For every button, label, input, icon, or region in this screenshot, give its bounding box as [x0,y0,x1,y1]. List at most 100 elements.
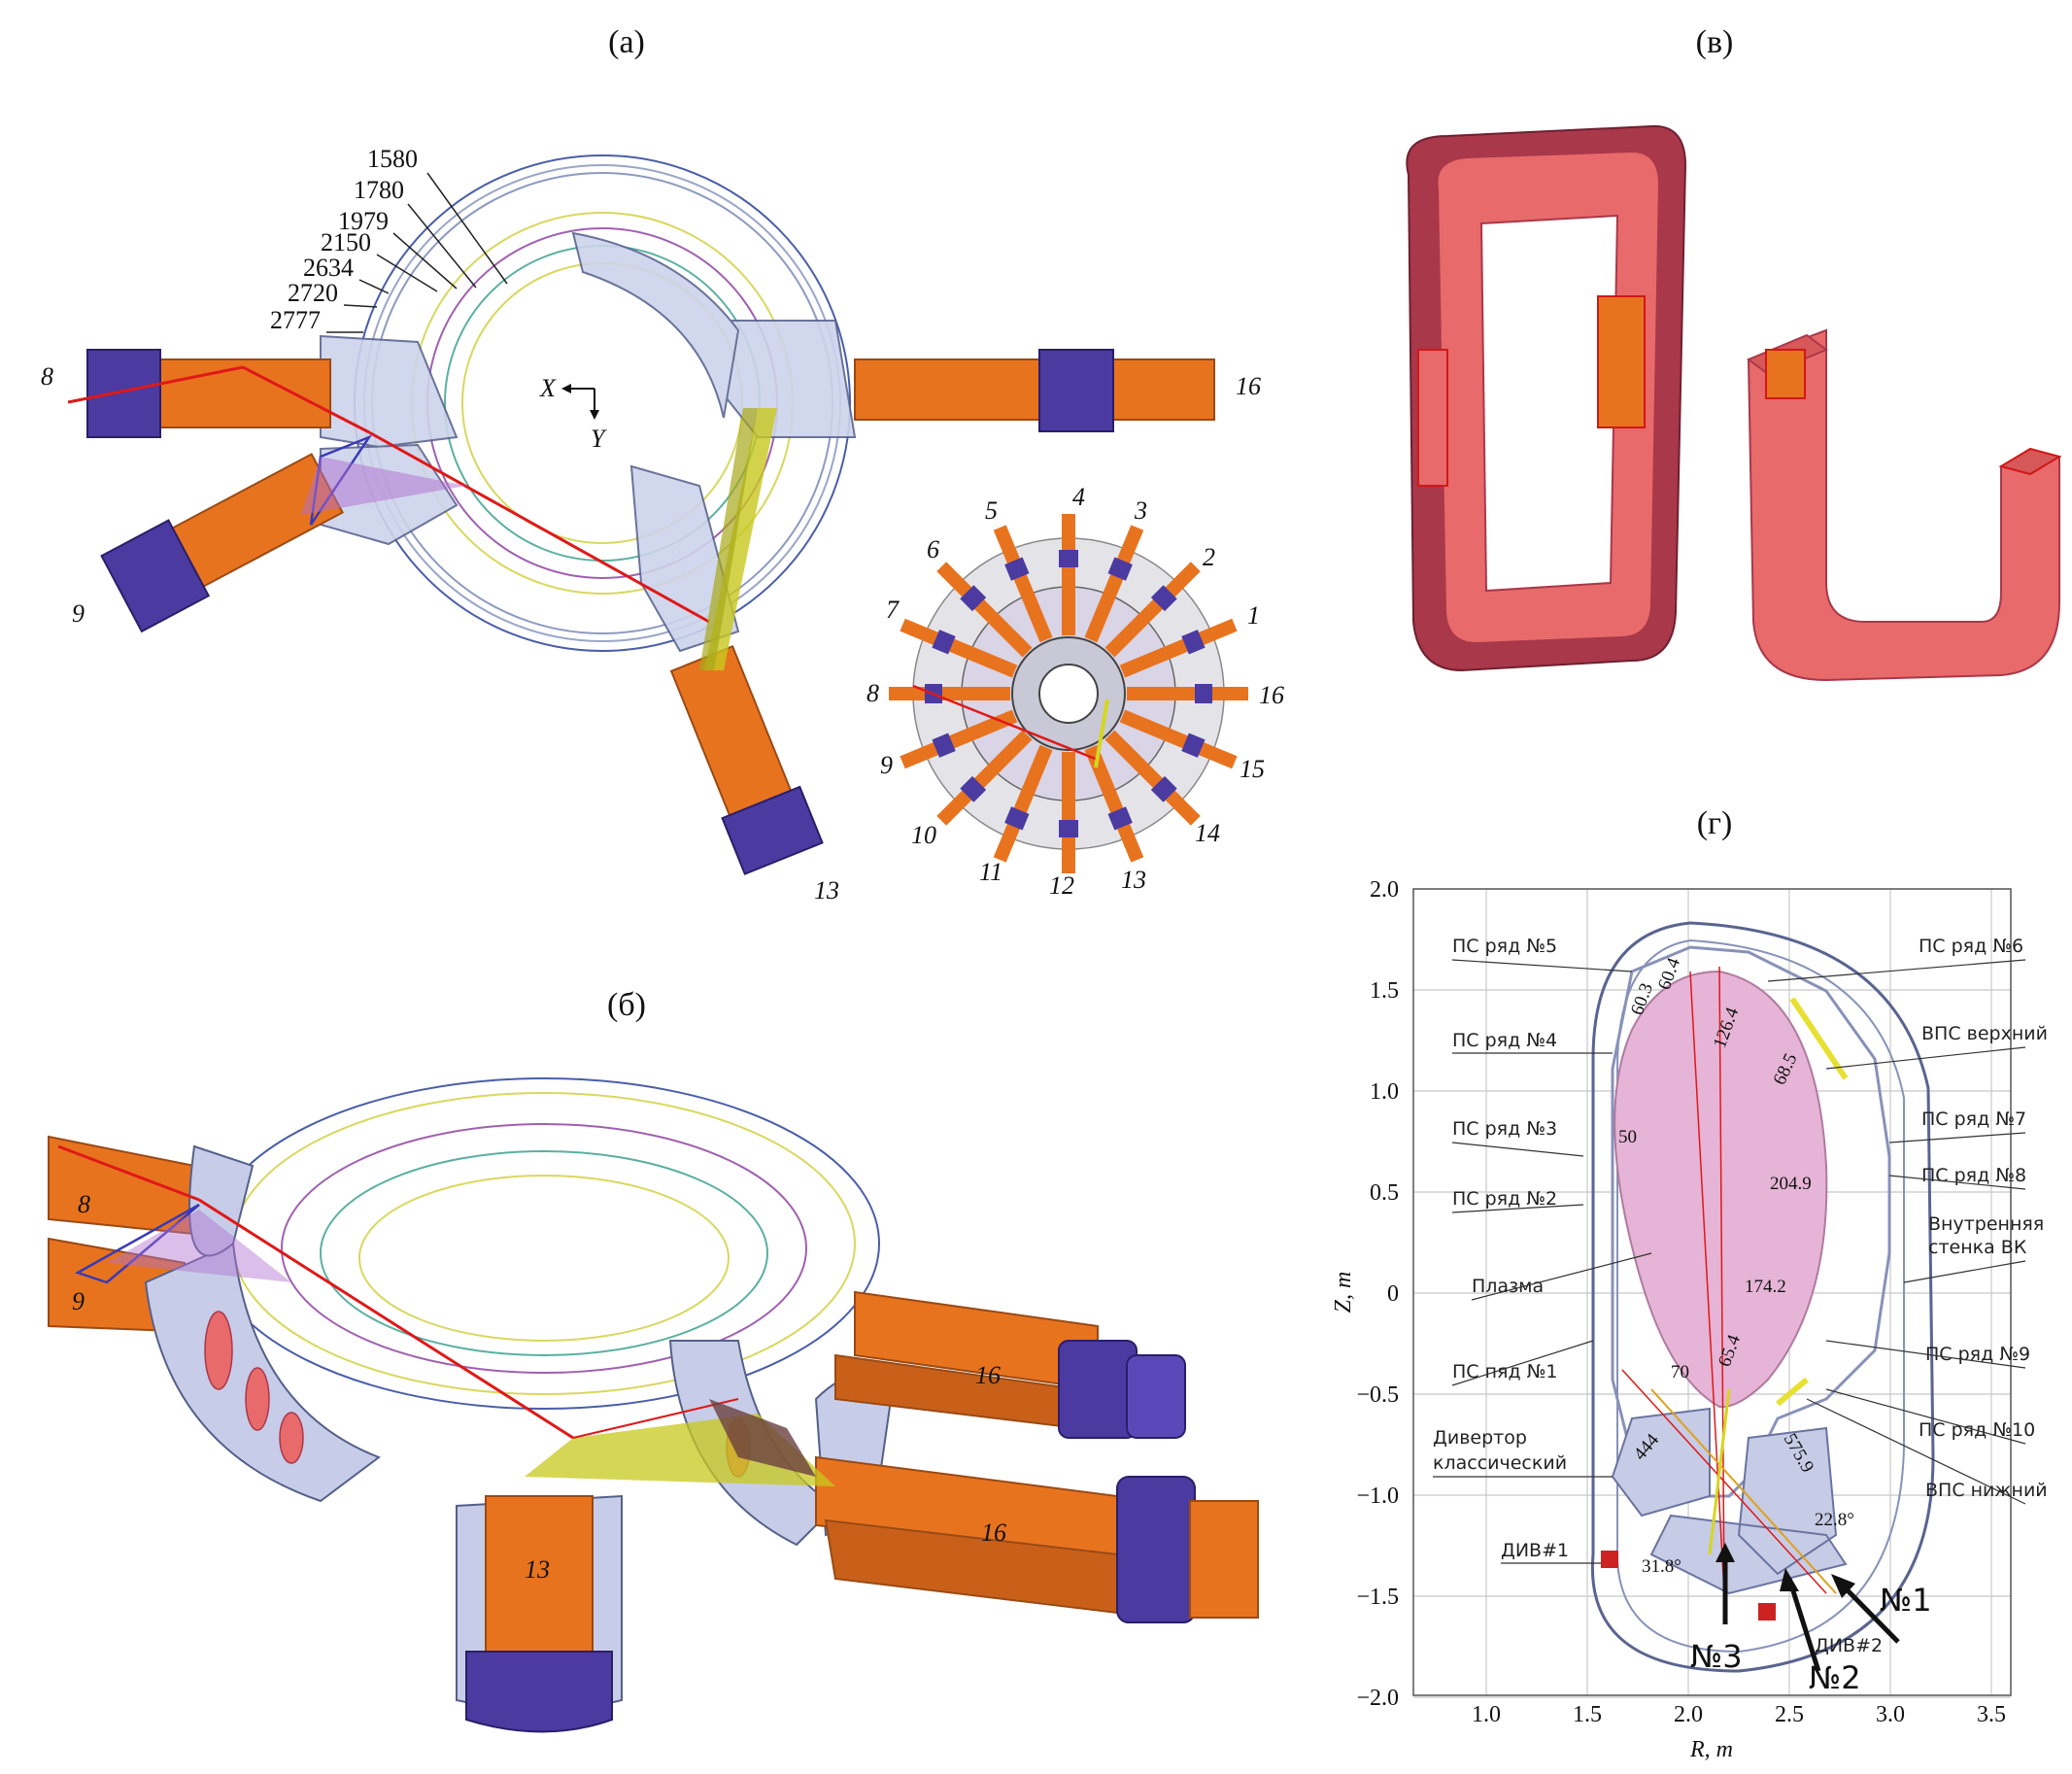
ring-port-flange [932,733,956,758]
ring-port-spoke [936,562,1033,658]
channel-arrows: №1 №2 №3 [1690,1543,1932,1696]
ring-port-label-13: 13 [1121,866,1146,894]
dim-50: 50 [1618,1127,1637,1147]
open-coil [1747,328,2062,682]
y-tick: −0.5 [1356,1382,1399,1408]
radius-label-1780: 1780 [354,176,404,204]
ring-port-spoke [993,744,1053,863]
dim-174-2: 174.2 [1745,1277,1786,1297]
ring-port-label-16: 16 [1259,681,1284,709]
ring-port-labels: 1 2 3 4 5 6 7 8 9 10 11 12 13 14 15 16 [866,483,1284,900]
x-tick: 2.0 [1674,1702,1703,1727]
y-tick: 0.5 [1370,1180,1399,1206]
ellipse-ring-4 [320,1150,768,1356]
shield-segment-port8 [320,334,459,449]
ann-ps4: ПС ряд №4 [1452,1030,1557,1051]
port-8: 8 [41,349,331,438]
ring-port-spoke [1119,618,1238,678]
port-label-b-16b: 16 [981,1518,1006,1547]
ann-divertor-1: Дивертор [1433,1427,1527,1449]
ring-port-flange [960,775,987,802]
ellipse-ring-3 [281,1123,807,1374]
panel-label-b: (б) [607,987,646,1023]
lower-limiter [1776,1377,1809,1407]
ann-div1: ДИВ#1 [1501,1540,1569,1561]
radius-label-2777: 2777 [270,306,321,334]
ring-port-spoke [1084,744,1144,863]
ring-port-flange [1150,585,1177,612]
ring-port-flange [1181,733,1206,758]
ring-port-spoke [1084,525,1144,643]
ann-ps1: ПС пяд №1 [1452,1361,1557,1382]
ring-port-spoke [993,525,1053,643]
port-8-9-perspective: 8 9 [48,1135,195,1333]
ring-port-spoke [936,730,1033,826]
y-tick: 1.5 [1370,978,1399,1004]
y-tick: −1.5 [1356,1585,1399,1610]
port-label-b-8: 8 [78,1190,90,1218]
ring-port-label-8: 8 [866,679,879,707]
port-13-perspective: 13 [465,1495,613,1733]
axis-x-label: X [539,374,557,402]
x-tick: 3.5 [1977,1702,2006,1727]
shield-segment-port16 [718,320,857,438]
ring-port-spoke [900,618,1018,678]
ring-port-label-14: 14 [1195,819,1220,847]
ring-port-label-9: 9 [880,751,893,779]
dim-70: 70 [1671,1362,1689,1382]
port-label-13: 13 [814,876,839,904]
radius-label-2634: 2634 [303,254,354,282]
port-9 [100,453,344,633]
radius-label-1979: 1979 [338,207,389,235]
ring-port-label-12: 12 [1049,871,1074,900]
ring-port-flange [1004,806,1030,831]
ring-port-spoke [1104,730,1201,826]
dim-204-9: 204.9 [1770,1174,1812,1194]
channel-1-label: №1 [1880,1582,1932,1619]
ring-port-label-2: 2 [1203,543,1215,571]
ring-port-spoke [900,709,1018,769]
x-tick-labels: 1.0 1.5 2.0 2.5 3.0 3.5 [1472,1702,2006,1727]
dim-22-8deg: 22.8° [1815,1510,1854,1530]
x-tick: 2.5 [1775,1702,1804,1727]
ann-ps6: ПС ряд №6 [1919,936,2023,957]
port-label-8: 8 [41,362,53,391]
y-tick-labels: 2.0 1.5 1.0 0.5 0 −0.5 −1.0 −1.5 −2.0 [1356,877,1399,1711]
shield-shell-left-upper [188,1144,255,1257]
ring-port-label-6: 6 [927,535,939,563]
ring-port-flange [1150,775,1177,802]
beams-b [57,1144,835,1486]
radius-label-2150: 2150 [321,228,371,256]
panel-b-perspective-view: 8 9 13 16 [48,1077,1259,1733]
ann-ps7: ПС ряд №7 [1921,1109,2026,1130]
ring-port-label-10: 10 [911,821,936,849]
tokamak-ring-view [889,514,1248,873]
y-tick: −1.0 [1356,1484,1399,1509]
ring-port-flange [932,630,956,655]
closed-coil [1406,124,1687,672]
right-annotations: ПС ряд №6 ВПС верхний ПС ряд №7 ПС ряд №… [1767,936,2048,1656]
axis-y-label: Y [591,425,607,453]
ring-port-flange [960,585,987,612]
xy-axes: X Y [539,374,607,453]
channel-2-label: №2 [1809,1659,1861,1696]
ann-ps3: ПС ряд №3 [1452,1118,1557,1140]
ring-port-label-15: 15 [1240,755,1265,783]
ann-div2: ДИВ#2 [1815,1635,1883,1656]
port-label-b-9: 9 [72,1287,85,1315]
ann-ps2: ПС ряд №2 [1452,1188,1557,1210]
port-16b-perspective: 16 [815,1455,1259,1623]
left-annotations: ПС ряд №5 ПС ряд №4 ПС ряд №3 ПС ряд №2 … [1433,936,1652,1564]
ring-port-spoke [1104,562,1201,658]
div2-marker [1758,1603,1776,1620]
ann-ps9: ПС ряд №9 [1925,1344,2030,1365]
x-tick: 1.0 [1472,1702,1501,1727]
ring-port-flange [1004,557,1030,581]
panel-label-a: (а) [608,24,645,60]
x-axis-label: R, m [1689,1737,1733,1762]
panel-a-top-view: 1580 1780 1979 2150 2634 2720 2777 X [41,145,1284,904]
coil-insert-1 [204,1311,233,1390]
diagnostic-sightlines [1621,966,1837,1594]
ring-port-label-5: 5 [985,496,998,525]
